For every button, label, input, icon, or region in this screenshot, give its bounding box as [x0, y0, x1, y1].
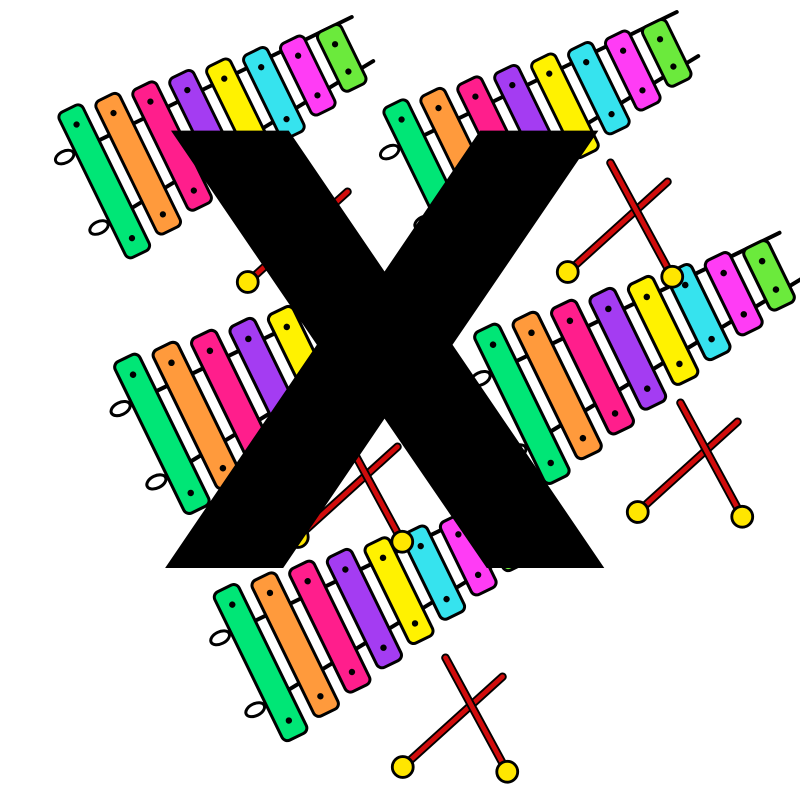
xylophone-bar	[325, 547, 403, 670]
xylophone-icon	[109, 260, 444, 515]
xylophone-bar	[604, 29, 662, 112]
xylophone-bar	[94, 91, 182, 236]
xylophone-bar	[382, 98, 477, 255]
xylophone-bar	[476, 501, 530, 573]
xylophone-bar	[315, 23, 368, 93]
xylophone-bar	[626, 274, 700, 386]
xylophone-icon	[53, 15, 376, 260]
xylophone-bar	[550, 298, 635, 436]
xylophone-bar	[279, 34, 337, 117]
xylophone-icon	[378, 10, 701, 255]
letter-x: X	[154, 11, 617, 710]
xylophone-bar	[473, 322, 571, 485]
xylophone-bar	[151, 340, 243, 491]
xylophone-bar	[57, 103, 152, 260]
xylophone-bar	[250, 571, 340, 718]
mallet-icon	[285, 423, 415, 554]
xylophone-bar	[640, 18, 693, 88]
xylophone-icon	[469, 230, 800, 485]
xylophone-bar	[588, 286, 668, 411]
xylophone-bar	[266, 304, 340, 416]
xylophone-bar	[382, 269, 436, 342]
mallet-icon	[390, 653, 520, 784]
xylophone-bar	[703, 251, 764, 337]
xylophone-bar	[567, 41, 631, 136]
xylophone-bar	[228, 316, 308, 441]
xylophone-bar	[456, 75, 538, 207]
xylophone-bar	[190, 328, 275, 466]
xylophone-bar	[205, 57, 275, 165]
xylophone-bar	[401, 524, 467, 621]
mallet-icon	[555, 158, 685, 289]
xylophone-bar	[305, 293, 372, 392]
xylophone-bar	[212, 583, 309, 743]
xylophone-bar	[288, 559, 372, 694]
xylophone-bar	[530, 52, 600, 160]
mallet-icon	[235, 168, 365, 299]
xylophone-bar	[438, 512, 498, 597]
xylophone-bar	[242, 46, 306, 141]
mallet-icon	[625, 398, 755, 529]
xylophone-bar	[168, 68, 244, 188]
xylophone-bar	[742, 239, 796, 312]
xylophone-bar	[131, 80, 213, 212]
xylophone-bar	[419, 86, 507, 231]
xylophone-bar	[113, 352, 211, 515]
xylophone-bar	[363, 536, 435, 645]
xylophone-bar	[493, 63, 569, 183]
xylophone-icon	[209, 492, 538, 743]
xylophones-group	[53, 10, 800, 784]
xylophone-bar	[511, 310, 603, 461]
